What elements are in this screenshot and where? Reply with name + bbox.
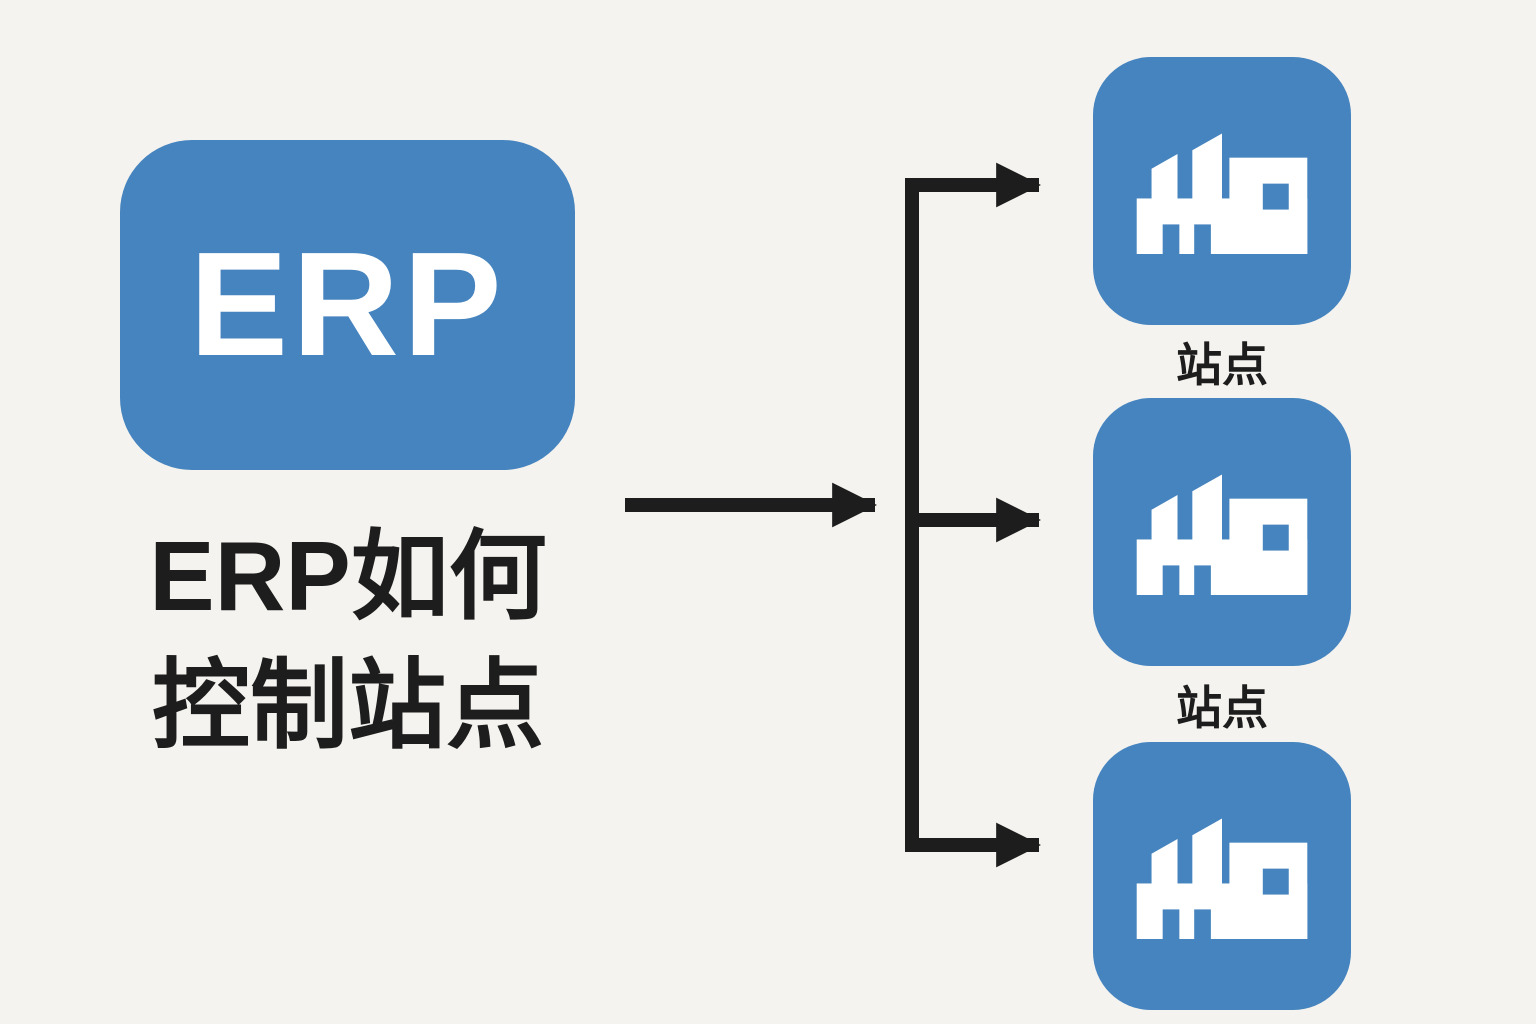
erp-node-label: ERP xyxy=(189,222,506,387)
factory-icon xyxy=(1136,818,1308,940)
site-node-2 xyxy=(1093,398,1351,666)
factory-icon xyxy=(1136,474,1308,596)
site-label-2: 站点 xyxy=(1176,682,1268,734)
site-node-1 xyxy=(1093,57,1351,325)
factory-icon xyxy=(1136,133,1308,255)
title-line-1: ERP如何 xyxy=(149,521,547,631)
diagram-title: ERP如何 控制站点 xyxy=(108,512,588,771)
erp-node: ERP xyxy=(120,140,575,470)
title-line-2: 控制站点 xyxy=(151,650,544,761)
site-label-1: 站点 xyxy=(1176,339,1268,391)
site-node-3 xyxy=(1093,742,1351,1010)
